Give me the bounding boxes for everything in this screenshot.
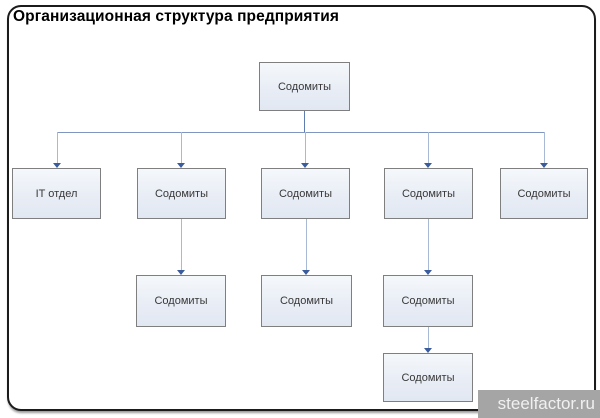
diagram-title: Организационная структура предприятия bbox=[13, 8, 340, 25]
arrowhead-l2-1 bbox=[53, 163, 61, 168]
org-node-l3-1: Содомиты bbox=[136, 275, 226, 327]
org-node-l4-1: Содомиты bbox=[383, 353, 473, 402]
org-node-l2-2: Содомиты bbox=[137, 168, 226, 219]
org-node-l3-2-label: Содомиты bbox=[279, 295, 333, 307]
org-node-l2-5-label: Содомиты bbox=[517, 187, 571, 200]
org-node-l2-1: IT отдел bbox=[12, 168, 101, 219]
connector-drop-l2-2 bbox=[181, 132, 182, 163]
arrowhead-l3-2 bbox=[302, 270, 310, 275]
connector-drop-l4-1 bbox=[428, 327, 429, 348]
arrowhead-l3-1 bbox=[177, 270, 185, 275]
connector-root-stem bbox=[304, 111, 305, 132]
arrowhead-l2-4 bbox=[424, 163, 432, 168]
org-node-l2-5: Содомиты bbox=[500, 168, 588, 219]
org-node-l2-4: Содомиты bbox=[384, 168, 473, 219]
org-node-l3-2: Содомиты bbox=[261, 275, 352, 327]
connector-level2-bus bbox=[57, 132, 544, 133]
org-node-l2-4-label: Содомиты bbox=[401, 187, 455, 200]
org-node-l3-1-label: Содомиты bbox=[154, 295, 208, 307]
connector-drop-l3-2 bbox=[306, 219, 307, 270]
connector-drop-l2-3 bbox=[305, 132, 306, 163]
arrowhead-l4-1 bbox=[424, 348, 432, 353]
org-node-root-label: Содомиты bbox=[277, 80, 331, 93]
connector-drop-l3-1 bbox=[181, 219, 182, 270]
connector-drop-l2-5 bbox=[544, 132, 545, 163]
org-node-l2-1-label: IT отдел bbox=[35, 187, 78, 200]
org-node-root: Содомиты bbox=[259, 62, 350, 111]
watermark-text: steelfactor.ru bbox=[497, 394, 595, 413]
connector-drop-l2-4 bbox=[428, 132, 429, 163]
arrowhead-l2-3 bbox=[301, 163, 309, 168]
arrowhead-l2-2 bbox=[177, 163, 185, 168]
org-node-l3-3: Содомиты bbox=[383, 275, 473, 327]
org-node-l3-3-label: Содомиты bbox=[401, 295, 455, 307]
connector-drop-l2-1 bbox=[57, 132, 58, 163]
arrowhead-l2-5 bbox=[540, 163, 548, 168]
org-node-l2-3: Содомиты bbox=[261, 168, 350, 219]
connector-drop-l3-3 bbox=[428, 219, 429, 270]
watermark-badge: steelfactor.ru bbox=[478, 390, 600, 418]
org-node-l4-1-label: Содомиты bbox=[401, 371, 455, 384]
arrowhead-l3-3 bbox=[424, 270, 432, 275]
org-node-l2-3-label: Содомиты bbox=[278, 187, 332, 200]
org-node-l2-2-label: Содомиты bbox=[154, 187, 208, 200]
